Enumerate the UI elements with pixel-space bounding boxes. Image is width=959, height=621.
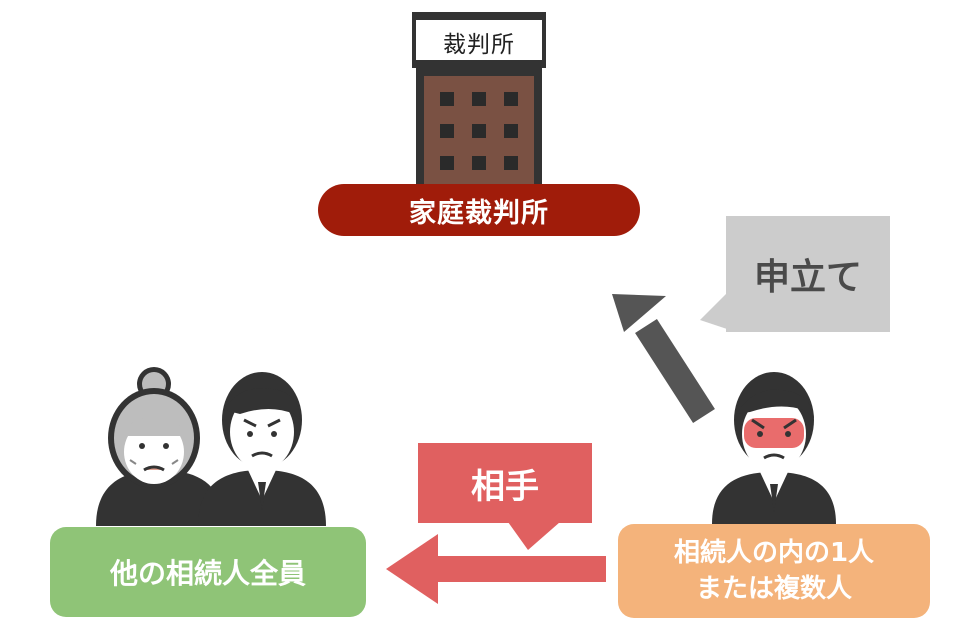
applicant-label: 相続人の内の1人 または複数人 (618, 524, 930, 618)
elderly-woman-icon (96, 367, 224, 526)
aite-callout-text: 相手 (471, 466, 539, 507)
court-sign-text: 裁判所 (443, 32, 515, 58)
apply-speech-bubble (700, 216, 890, 332)
angry-applicant-icon (712, 372, 836, 524)
apply-callout-text: 申立て (753, 257, 862, 298)
older-man-icon (198, 372, 326, 526)
family-court-label: 家庭裁判所 (318, 184, 640, 236)
other-heirs-label: 他の相続人全員 (50, 527, 366, 617)
aite-arrow (386, 534, 606, 604)
court-building-icon (412, 12, 546, 184)
apply-arrow (612, 294, 715, 424)
applicant-label-line1: 相続人の内の1人 (673, 538, 875, 568)
aite-speech-bubble (418, 443, 592, 550)
applicant-label-line2: または複数人 (695, 574, 852, 604)
